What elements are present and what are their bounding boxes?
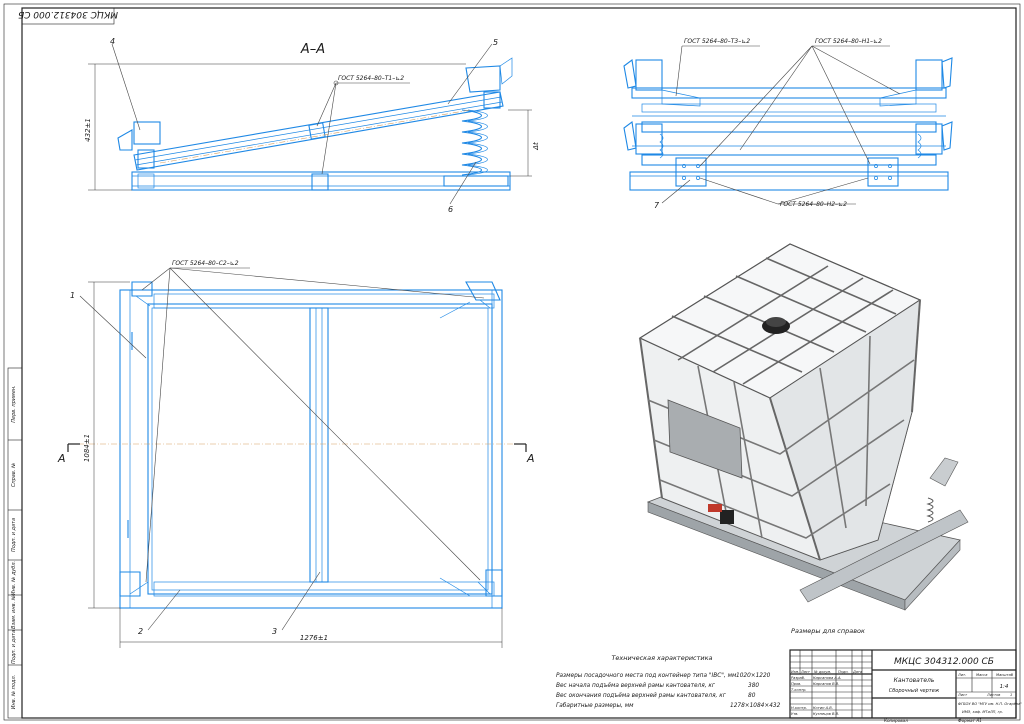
tb-org2: ИМЭ, каф. МТиЛП, гр. [962, 710, 1003, 714]
callout-5: 5 [493, 38, 498, 47]
end-view: ГОСТ 5264–80–Т3–⊾2 ГОСТ 5264–80–Н1–⊾2 7 … [623, 38, 953, 210]
base-beam [131, 171, 511, 191]
callout-7: 7 [654, 201, 660, 210]
tb-header: Изм. [791, 670, 799, 674]
section-view-a-a: А–А 432±1 Δt [84, 37, 540, 214]
reference-note: Размеры для справок [791, 627, 865, 635]
tb-sheets-count: 1 [1010, 693, 1012, 697]
tb-org: ФГБОУ ВО "МГУ им. Н.П. Огарёва" [958, 702, 1022, 706]
tb-mass-header: Масса [976, 673, 987, 677]
tb-header: № докум. [813, 670, 831, 674]
section-mark-left: А [57, 452, 66, 465]
spec-value: 80 [748, 693, 756, 699]
plan-view: А А 1084±1 1276±1 ГОСТ 5264–80–С2–⊾2 1 2… [57, 260, 535, 648]
weld-label-h2: ГОСТ 5264–80–Н2–⊾2 [780, 201, 847, 208]
tb-person: Кузнецов В.В. [813, 712, 839, 716]
margin-label: Инв. № дубл. [11, 561, 17, 595]
spec-label: Размеры посадочного места под контейнер … [556, 673, 737, 679]
dim-stroke: Δt [532, 142, 540, 151]
spec-label: Вес начала подъёма верхней рамы кантоват… [556, 683, 716, 689]
tilted-frame [133, 91, 504, 171]
weld-label-t3: ГОСТ 5264–80–Т3–⊾2 [684, 38, 750, 45]
spec-title: Техническая характеристика [611, 654, 712, 662]
tb-role: Пров. [791, 682, 801, 686]
tb-format: Формат А1 [958, 718, 982, 723]
margin-label: Инв. № подл. [11, 675, 17, 710]
tb-sheets-label: Листов [986, 693, 1000, 697]
plan-inner-frame [147, 303, 493, 595]
margin-label: Взам. инв. № [11, 595, 17, 629]
inner-frame [21, 7, 1017, 719]
tb-person: Котин А.В. [813, 706, 833, 710]
dim-length: 1276±1 [300, 634, 328, 642]
callout-2: 2 [138, 627, 143, 636]
section-mark-right: А [526, 452, 535, 465]
hinge-plate [867, 157, 899, 187]
margin-label: Справ. № [11, 463, 17, 487]
corner-code-box: МКЦС 304312.000 СБ [18, 7, 118, 25]
tb-scale-header: Масштаб [996, 673, 1014, 677]
spec-value: 1278×1084×432 [730, 703, 781, 709]
tb-designation: МКЦС 304312.000 СБ [894, 657, 994, 667]
tb-lit-header: Лит. [957, 673, 966, 677]
plan-outer-frame [119, 289, 503, 609]
callout-3: 3 [272, 627, 277, 636]
stop-plate [133, 121, 161, 145]
dim-height: 432±1 [84, 118, 92, 142]
margin-label: Подп. и дата [11, 630, 17, 664]
tb-header: Подп. [838, 670, 849, 674]
left-margin-stamp: Перв. примен. Справ. № Подп. и дата Инв.… [7, 367, 23, 719]
tb-person: Кирсанов В.В. [813, 682, 839, 686]
tb-copied: Копировал [884, 718, 908, 723]
tb-role: Разраб. [791, 676, 805, 680]
spec-label: Вес окончания подъёма верхней рамы канто… [556, 693, 727, 699]
tb-role: Н.контр. [791, 706, 807, 710]
title-block: Изм. Лист № докум. Подп. Дата Разраб. Ки… [789, 649, 1022, 723]
corner-code: МКЦС 304312.000 СБ [18, 9, 118, 19]
hinge-plate [675, 157, 707, 187]
tb-name: Кантователь [894, 677, 935, 684]
weld-label-t1: ГОСТ 5264–80–Т1–⊾2 [338, 75, 404, 82]
callout-1: 1 [70, 291, 75, 300]
isometric-view [638, 243, 969, 611]
weld-label-h1: ГОСТ 5264–80–Н1–⊾2 [815, 38, 882, 45]
specifications: Техническая характеристика Размеры посад… [556, 654, 781, 709]
callout-6: 6 [448, 205, 453, 214]
end-base [629, 171, 949, 191]
tb-person: Кирсанова А.А. [813, 676, 842, 680]
outer-border [3, 3, 1021, 721]
spring [443, 109, 509, 187]
spec-label: Габаритные размеры, мм [556, 703, 634, 709]
tb-role: Т.контр. [791, 688, 807, 692]
spec-value: 380 [748, 683, 759, 689]
weld-label-c2: ГОСТ 5264–80–С2–⊾2 [172, 260, 239, 267]
tb-scale: 1:4 [1000, 684, 1009, 690]
tb-doc-type: Сборочный чертеж [889, 688, 940, 694]
stop-plate [465, 65, 501, 93]
dim-width: 1084±1 [83, 434, 91, 462]
tb-role: Утв. [791, 712, 799, 716]
callout-4: 4 [110, 37, 115, 46]
section-title: А–А [300, 42, 325, 57]
margin-label: Перв. примен. [11, 385, 17, 423]
tb-sheet-label: Лист [957, 693, 968, 697]
tb-header: Лист [800, 670, 811, 674]
spec-value: 1020×1220 [736, 673, 771, 679]
margin-label: Подп. и дата [11, 518, 17, 552]
center-beam [309, 307, 329, 583]
tb-header: Дата [852, 670, 862, 674]
